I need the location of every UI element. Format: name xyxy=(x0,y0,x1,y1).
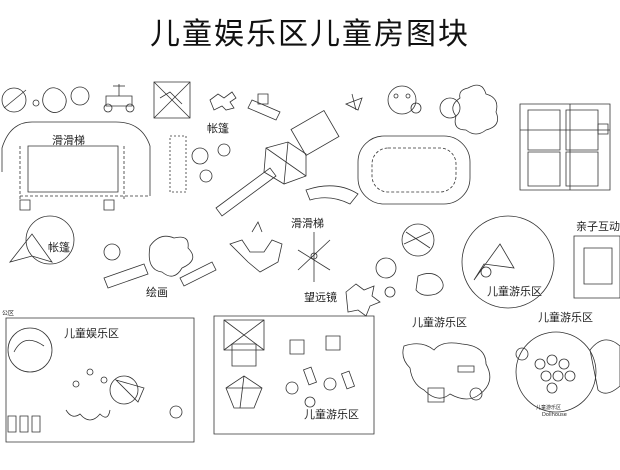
star-toy xyxy=(210,92,236,110)
label-kids-fun: 儿童娱乐区 xyxy=(64,327,119,340)
cloud-seat xyxy=(440,85,498,134)
mushroom-seat xyxy=(388,86,421,114)
kids-fun-area-frame xyxy=(6,318,194,442)
label-dollhouse-en: Dollhouse xyxy=(542,412,567,418)
label-slide-1: 滑滑梯 xyxy=(52,134,85,147)
label-parent-child: 亲子互动 xyxy=(576,220,620,233)
label-kids-play-1: 儿童游乐区 xyxy=(487,285,542,298)
label-kids-play-2: 儿童游乐区 xyxy=(412,316,467,329)
balls-cluster-1 xyxy=(192,144,230,182)
horse-toy xyxy=(230,222,282,272)
page-title: 儿童娱乐区儿童房图块 xyxy=(150,17,470,52)
parent-child-table xyxy=(574,236,620,298)
slide-top-view-1 xyxy=(2,122,186,210)
play-area-free-1 xyxy=(403,343,490,402)
label-dollhouse-cn: 儿童游乐区 xyxy=(536,405,562,411)
label-kids-play-3: 儿童游乐区 xyxy=(538,311,593,324)
label-tent-2: 帐篷 xyxy=(48,241,70,254)
stepping-stones xyxy=(2,87,89,113)
kids-play-area-frame xyxy=(214,316,374,434)
playhouse-top-view xyxy=(520,104,610,190)
slide-hexagon-tower xyxy=(216,111,358,216)
label-tent-1: 帐篷 xyxy=(207,122,229,135)
label-telescope: 望远镜 xyxy=(304,291,337,304)
label-kids-play-4: 儿童游乐区 xyxy=(304,408,359,421)
rocking-horse xyxy=(248,94,280,120)
label-slide-2: 滑滑梯 xyxy=(291,217,324,230)
dollhouse-round xyxy=(516,332,620,412)
star-seat xyxy=(346,284,380,316)
painting-easel xyxy=(104,236,216,288)
balls-cluster-2 xyxy=(376,224,443,297)
rocking-toy xyxy=(104,84,134,112)
tent-round-1 xyxy=(462,216,554,308)
telescope xyxy=(298,232,330,282)
ring-slide-top xyxy=(358,136,470,204)
airplane-toy xyxy=(346,94,362,110)
label-painting: 绘画 xyxy=(146,286,168,299)
label-small-note: 公区 xyxy=(2,310,15,317)
tent-2 xyxy=(10,216,74,264)
tent-top-view-1 xyxy=(154,82,190,118)
